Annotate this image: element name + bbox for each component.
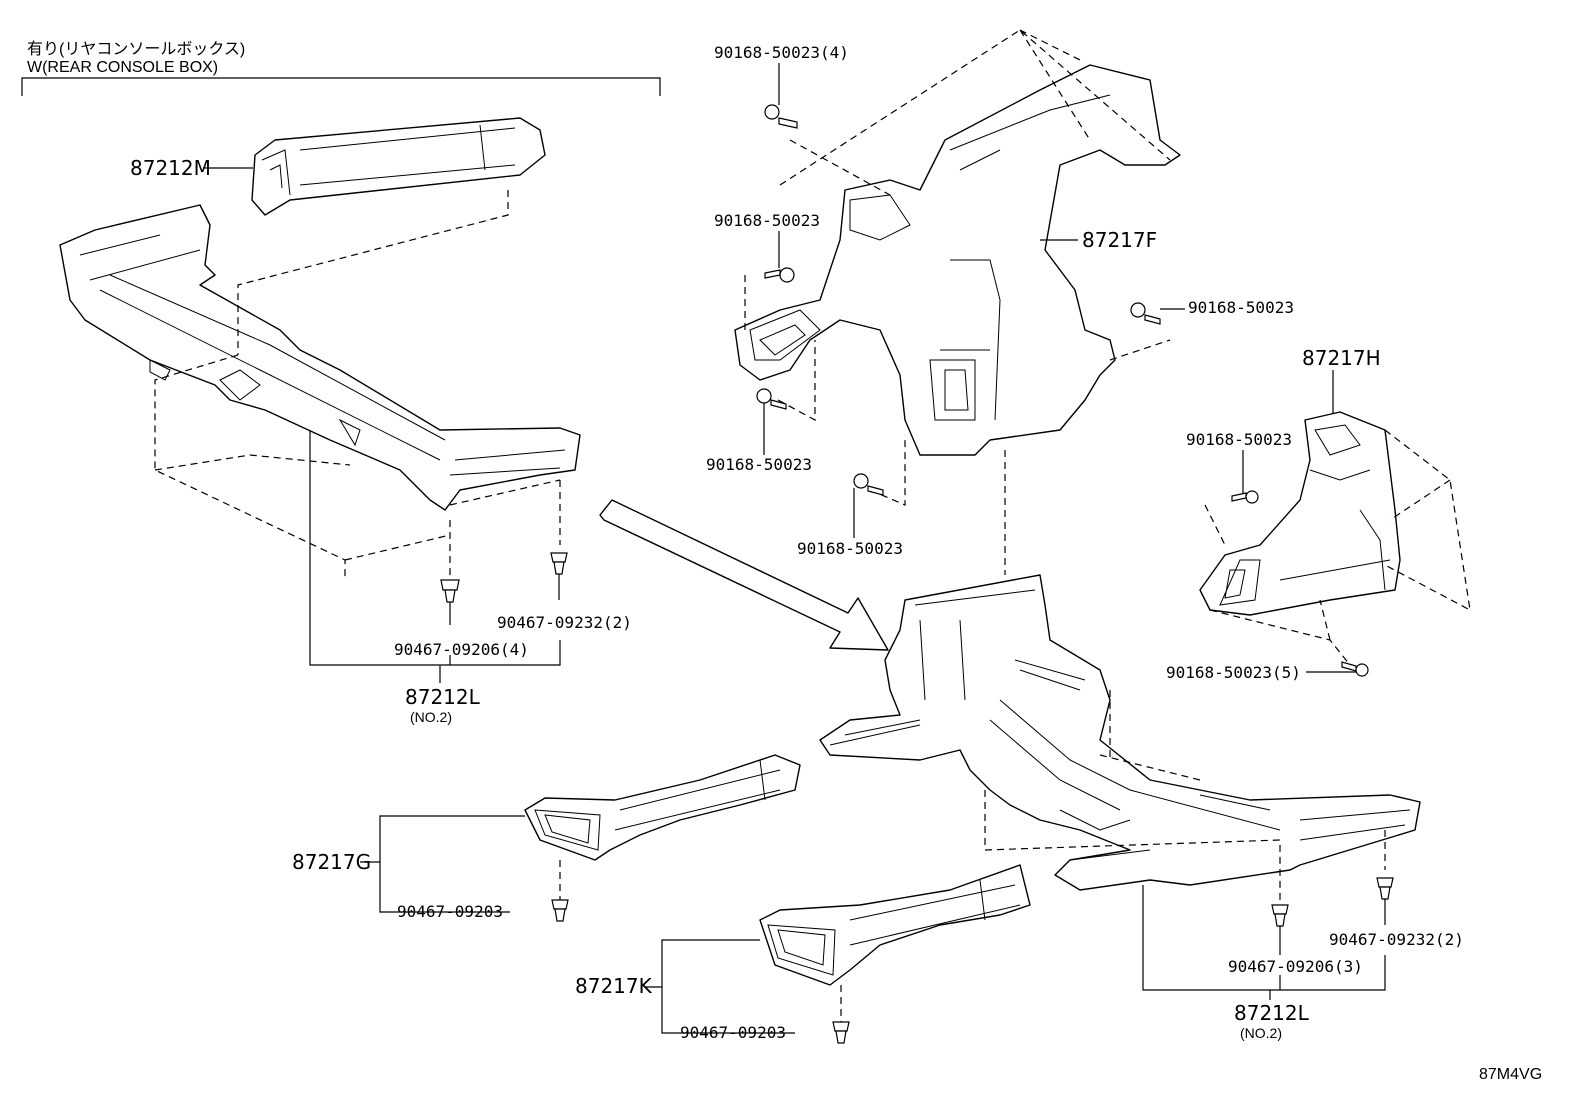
label-clip-k: 90467-09203 <box>680 1023 786 1042</box>
bracket-87217k <box>645 939 795 1034</box>
duct-87212l-right <box>819 574 1421 891</box>
label-bolt-top: 90168-50023(4) <box>714 43 849 62</box>
clip-icon <box>440 579 460 603</box>
bolt-icon <box>764 267 795 283</box>
label-87217k: 87217K <box>575 974 653 998</box>
label-clip-right-3: 90467-09206(3) <box>1228 957 1363 976</box>
label-bolt-a: 90168-50023 <box>714 211 820 230</box>
label-87212l-right-sub: (NO.2) <box>1240 1025 1282 1041</box>
dashed-guides-87212l-right <box>984 690 1386 900</box>
label-87212l-right: 87212L <box>1234 1001 1310 1025</box>
label-clip-left-2: 90467-09232(2) <box>497 613 632 632</box>
bracket-87212l-left <box>309 430 561 683</box>
clip-icon <box>550 552 568 575</box>
bolt-icon <box>1231 490 1259 504</box>
label-bolt-h: 90168-50023 <box>1186 430 1292 449</box>
bracket-87212l-right <box>1142 885 1386 1000</box>
label-87217f: 87217F <box>1082 228 1157 252</box>
reference-code: 87M4VG <box>1479 1066 1542 1083</box>
bolt-icon <box>853 473 884 496</box>
label-clip-right-2: 90467-09232(2) <box>1329 930 1464 949</box>
dashed-guides-87217f-top <box>779 29 1171 361</box>
label-87212m: 87212M <box>130 156 211 180</box>
clip-icon <box>1271 904 1289 927</box>
dashed-guides-87217f-bottom <box>744 275 1006 575</box>
bolt-icon <box>764 104 798 129</box>
label-87212l-left-sub: (NO.2) <box>410 709 452 725</box>
clip-icon <box>1376 877 1394 900</box>
duct-87212l-left <box>59 204 581 511</box>
bolt-icon <box>1130 302 1161 325</box>
direction-arrow <box>599 499 889 651</box>
label-bolt-h5: 90168-50023(5) <box>1166 663 1301 682</box>
clip-icon <box>551 899 569 922</box>
label-87217h: 87217H <box>1302 346 1381 370</box>
label-bolt-c: 90168-50023 <box>797 539 903 558</box>
bolt-icon <box>756 388 787 410</box>
label-bolt-b: 90168-50023 <box>706 455 812 474</box>
clip-icon <box>832 1021 850 1044</box>
header-line-2: W(REAR CONSOLE BOX) <box>27 59 218 76</box>
label-clip-g: 90467-09203 <box>397 902 503 921</box>
header-line-1: 有り(リヤコンソールボックス) <box>27 40 245 58</box>
dashed-guides-87217h <box>1204 429 1471 666</box>
duct-87217k <box>759 864 1031 986</box>
duct-87217f <box>734 64 1181 456</box>
label-clip-left-4: 90467-09206(4) <box>394 640 529 659</box>
label-87217g: 87217G <box>292 850 371 874</box>
duct-87217g <box>524 754 801 861</box>
label-bolt-d: 90168-50023 <box>1188 298 1294 317</box>
duct-87212m <box>251 117 546 216</box>
bracket-87217g <box>360 815 525 913</box>
duct-87217h <box>1199 411 1401 616</box>
dashed-guides-left-lower <box>154 454 561 575</box>
header-bracket <box>21 77 661 96</box>
label-87212l-left: 87212L <box>405 685 481 709</box>
bolt-icon <box>1341 661 1369 677</box>
